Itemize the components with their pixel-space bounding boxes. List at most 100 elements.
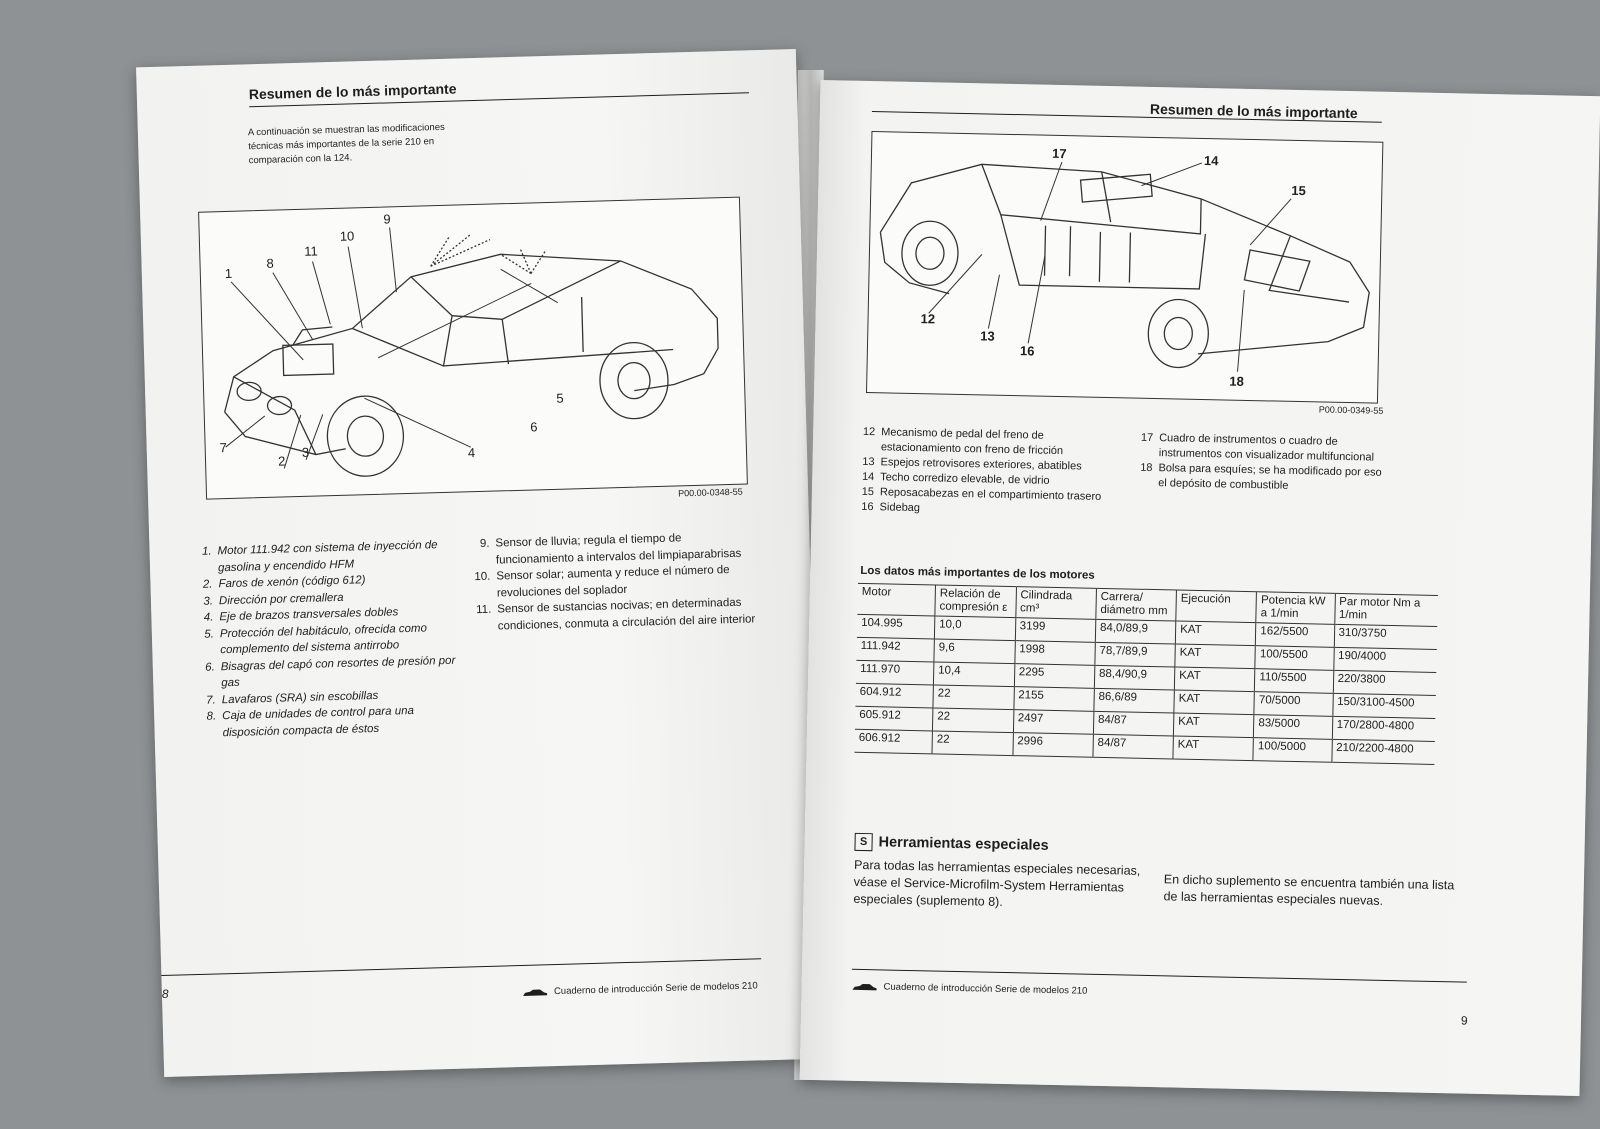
left-items-col2: 9.Sensor de lluvia; regula el tiempo de … [467,528,760,635]
right-callout-12: 12 [920,311,935,326]
right-callout-18: 18 [1229,374,1244,389]
left-callout-3: 3 [302,445,310,460]
left-page-number: 8 [161,986,169,1002]
car-icon [852,983,877,990]
table-cell: 22 [932,684,1014,710]
table-cell: 84/87 [1092,734,1174,759]
left-callout-5: 5 [556,391,564,406]
left-callout-8: 8 [266,256,274,271]
table-cell: 2497 [1013,709,1094,735]
left-callout-9: 9 [383,211,391,226]
table-cell: 210/2200-4800 [1331,739,1435,765]
right-callout-14: 14 [1204,153,1220,168]
right-car-diagram: 12 13 14 15 16 17 18 [866,131,1384,404]
col-header-power: Potencia kW a 1/min [1256,591,1335,625]
left-footer-text: Cuaderno de introducción Serie de modelo… [553,980,758,998]
left-footer-rule [161,958,762,977]
table-cell: 70/5000 [1254,691,1333,717]
table-cell: KAT [1173,689,1255,715]
table-cell: 84,0/89,9 [1095,619,1176,644]
table-cell: 86,6/89 [1093,688,1175,713]
table-cell: 10,4 [933,661,1015,687]
table-cell: 88,4/90,9 [1094,665,1175,690]
col-header-torque: Par motor Nm a 1/min [1334,593,1438,627]
engine-data-table: Motor Relación de compresión ε Cilindrad… [854,583,1438,765]
table-cell: 170/2800-4800 [1331,716,1436,742]
special-tools-paragraph-1: Para todas las herramientas especiales n… [853,857,1141,909]
table-cell: 606.912 [854,729,933,754]
left-car-drawing: 1 2 3 4 5 6 7 8 9 10 11 [219,211,719,477]
left-callout-2: 2 [278,453,286,468]
left-callout-7: 7 [219,440,227,455]
table-cell: KAT [1172,735,1254,761]
col-header-execution: Ejecución [1175,590,1257,623]
table-cell: 110/5500 [1254,668,1334,694]
table-cell: 78,7/89,9 [1094,642,1176,667]
list-item: 11.Sensor de sustancias nocivas; en dete… [476,596,756,633]
car-icon [523,988,548,996]
left-items-col1: 1.Motor 111.942 con sistema de inyección… [189,537,464,742]
col-header-compression: Relación de compresión ε [934,584,1017,618]
table-cell: 10,0 [934,615,1016,641]
right-footer-rule [851,968,1467,983]
table-cell: 22 [932,707,1014,733]
special-tools-heading: S Herramientas especiales [854,832,1049,855]
table-cell: 104.995 [856,614,935,639]
table-cell: KAT [1175,621,1257,646]
table-cell: 220/3800 [1332,670,1437,696]
table-cell: 83/5000 [1253,714,1333,740]
left-page: Resumen de lo más importante A continuac… [136,48,824,1078]
table-cell: 100/5000 [1253,737,1332,763]
table-cell: 9,6 [933,638,1015,664]
table-cell: 3199 [1014,617,1096,643]
col-header-stroke-bore: Carrera/ diámetro mm [1095,588,1177,622]
right-figure-ref: P00.00-0349-55 [1318,404,1384,416]
tool-icon: S [854,832,873,852]
table-cell: 2996 [1012,732,1094,758]
right-callout-13: 13 [980,328,995,343]
left-callout-6: 6 [530,419,538,434]
list-item: 8.Caja de unidades de control para una d… [206,704,415,739]
right-callout-15: 15 [1291,183,1306,198]
table-cell: 100/5500 [1255,645,1334,671]
left-header-title: Resumen de lo más importante [248,80,457,103]
left-footer: Cuaderno de introducción Serie de modelo… [522,980,758,998]
left-callout-1: 1 [225,266,233,281]
table-cell: 111.942 [856,637,935,662]
table-cell: 605.912 [854,706,933,731]
table-cell: KAT [1174,643,1256,669]
left-callout-10: 10 [340,228,355,243]
table-cell: 190/4000 [1333,647,1437,673]
right-car-drawing: 12 13 14 15 16 17 18 [879,146,1370,389]
left-callout-4: 4 [468,445,476,460]
table-cell: 22 [931,730,1014,756]
right-callout-16: 16 [1020,343,1035,358]
table-cell: 84/87 [1093,711,1174,736]
right-footer: Cuaderno de introducción Serie de modelo… [851,981,1088,997]
special-tools-paragraph-2: En dicho suplemento se encuentra también… [1163,872,1455,908]
left-intro-text: A continuación se muestran las modificac… [247,121,445,167]
table-cell: KAT [1173,712,1255,738]
table-cell: 150/3100-4500 [1332,693,1436,719]
table-cell: KAT [1174,666,1256,692]
table-cell: 1998 [1014,640,1096,666]
col-header-displacement: Cilindrada cm³ [1015,586,1097,620]
left-figure-ref: P00.00-0348-55 [677,486,743,499]
right-footer-text: Cuaderno de introducción Serie de modelo… [883,981,1088,997]
table-cell: 604.912 [855,683,934,708]
right-page: Resumen de lo más importante [799,79,1600,1097]
engine-table-title: Los datos más importantes de los motores [860,564,1095,582]
table-cell: 310/3750 [1333,624,1438,650]
table-cell: 162/5500 [1255,622,1335,648]
table-cell: 2155 [1013,686,1095,712]
special-tools-title: Herramientas especiales [878,834,1049,854]
table-cell: 2295 [1013,663,1095,689]
left-car-diagram: 1 2 3 4 5 6 7 8 9 10 11 [198,196,748,500]
col-header-motor: Motor [857,583,936,616]
right-callout-17: 17 [1052,146,1067,161]
right-page-number: 9 [1460,1013,1468,1028]
left-callout-11: 11 [304,243,318,258]
